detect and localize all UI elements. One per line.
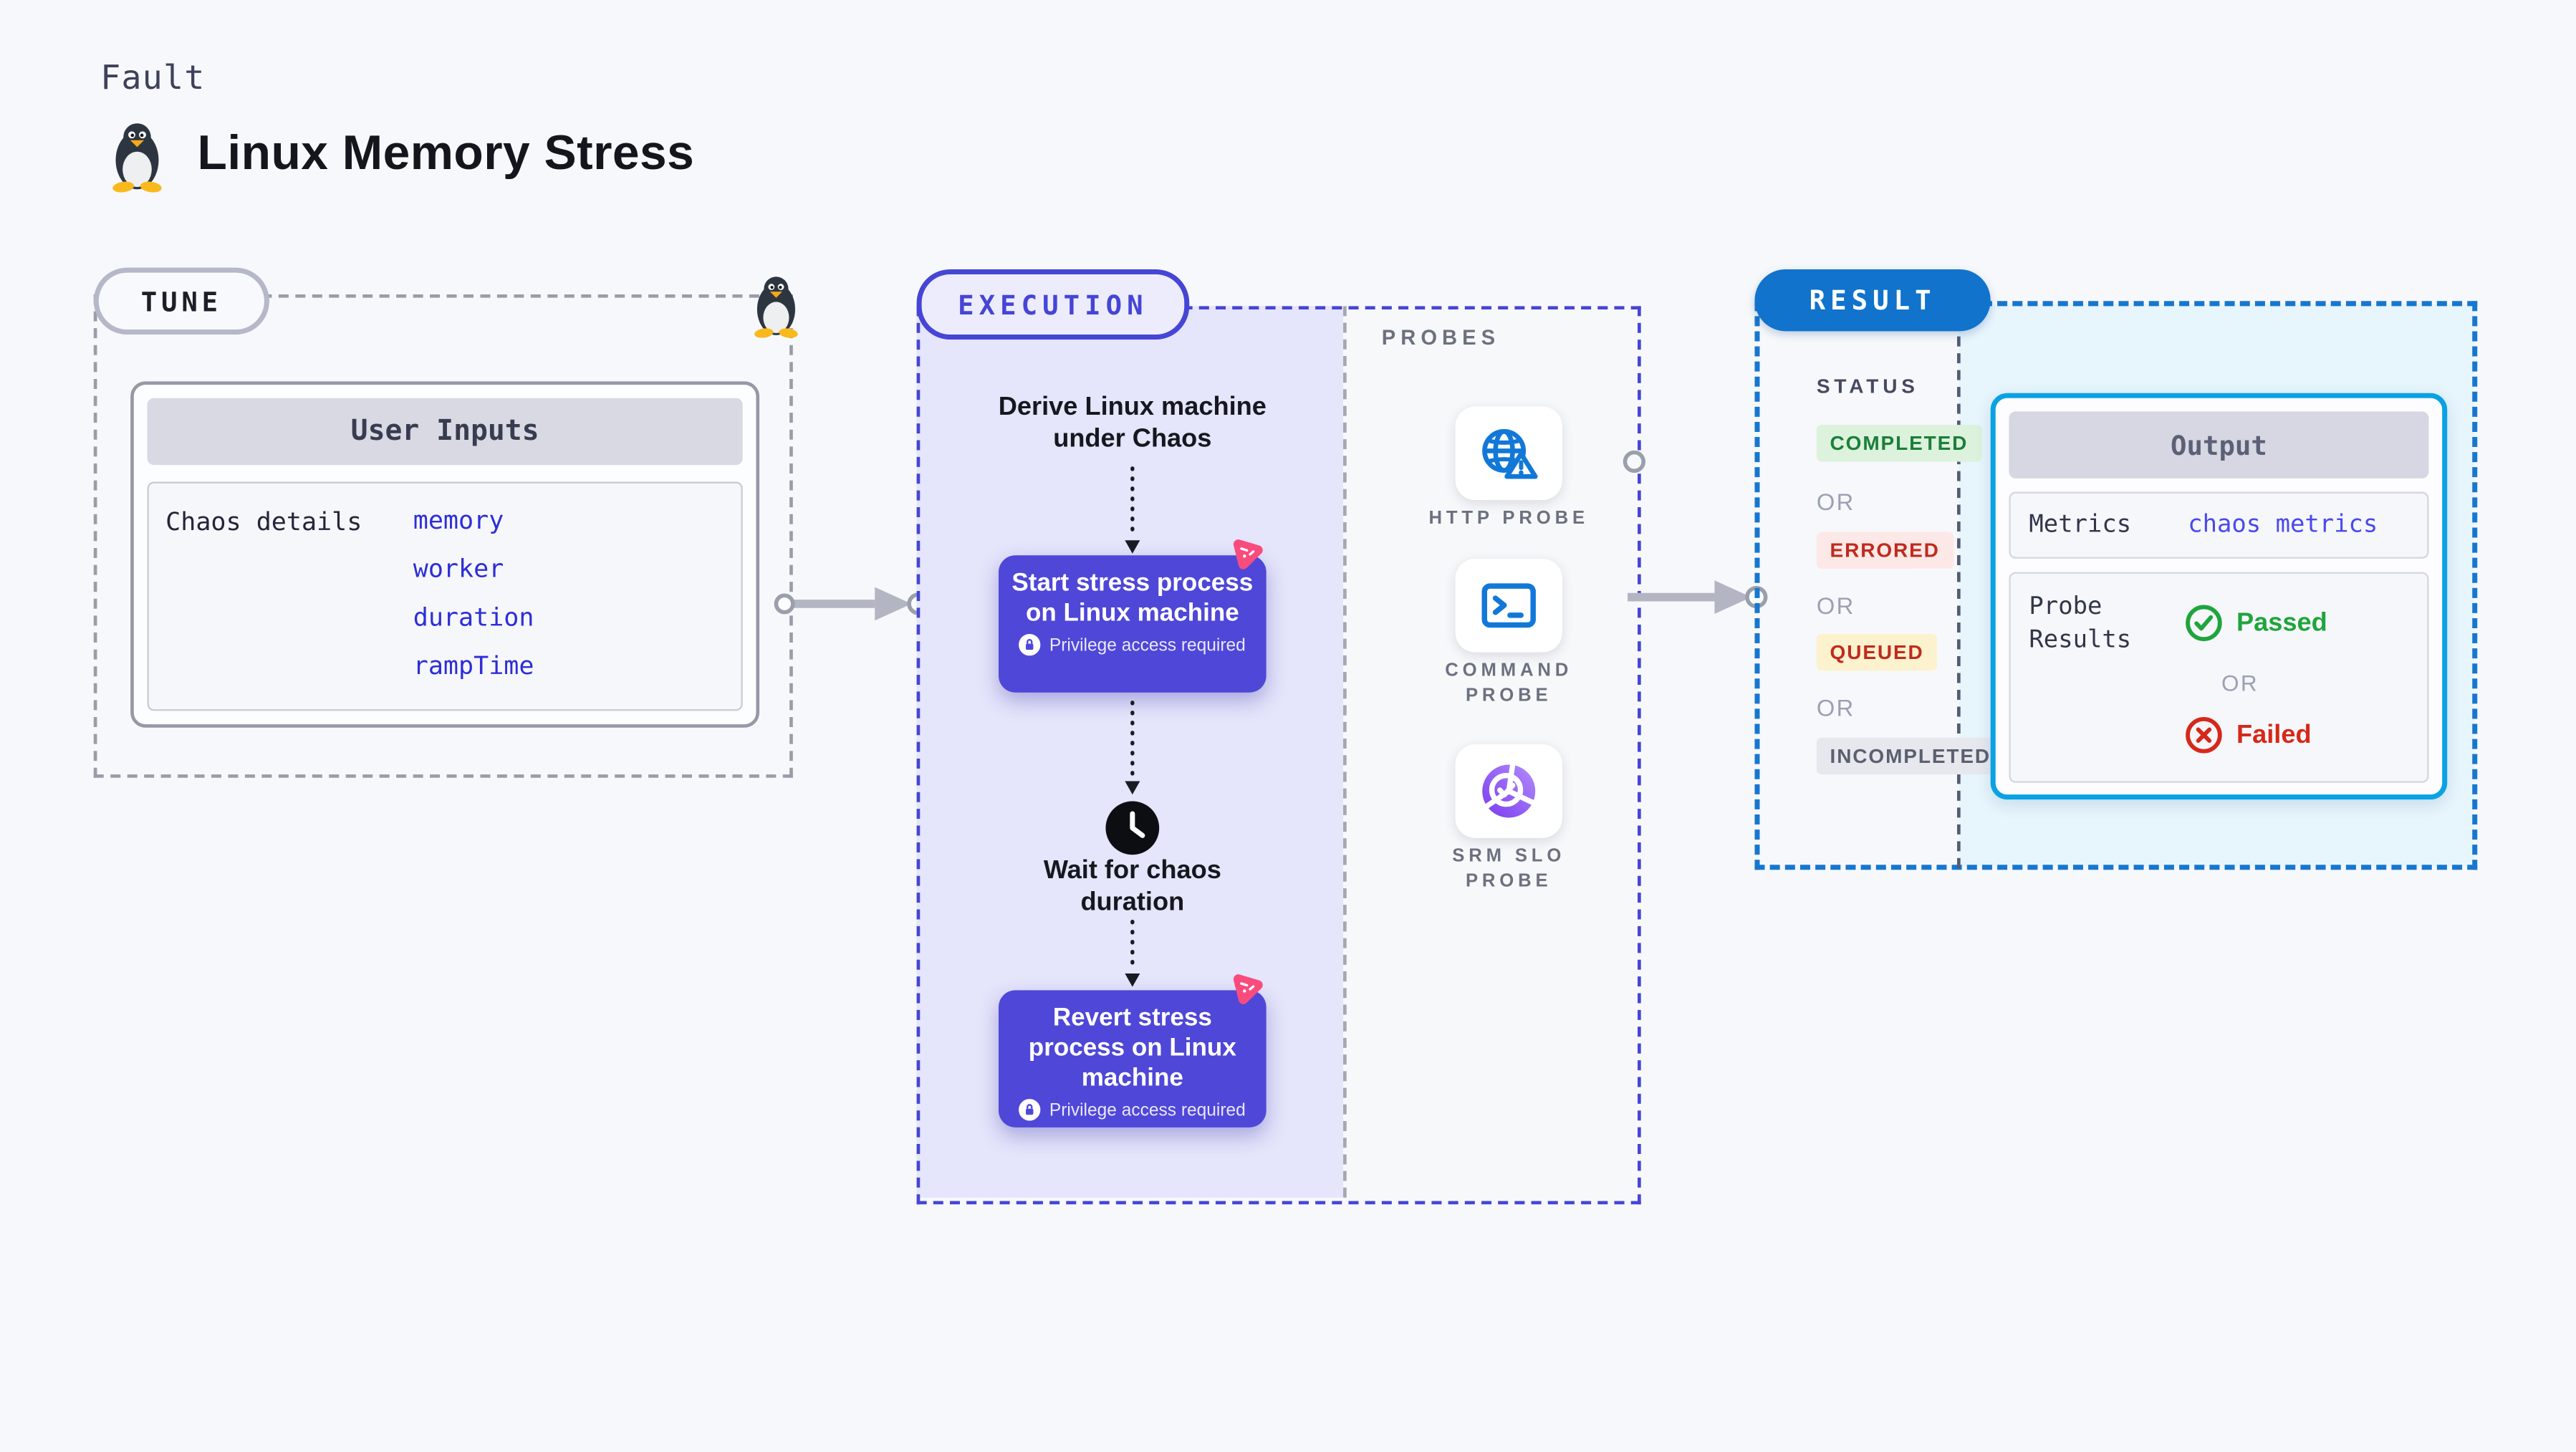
- flow-arrow-down-icon: [1125, 701, 1140, 795]
- result-pill: RESULT: [1754, 269, 1991, 332]
- privilege-badge: Privilege access required: [1019, 633, 1246, 656]
- page-title: Linux Memory Stress: [197, 127, 695, 181]
- metrics-row: Metrics chaos metrics: [2009, 491, 2429, 559]
- status-heading: STATUS: [1816, 375, 1919, 398]
- http-probe-label: HTTP PROBE: [1428, 508, 1589, 529]
- tux-penguin-small-icon: [754, 277, 798, 338]
- globe-alert-icon: [1482, 429, 1538, 479]
- tune-section-box: [93, 294, 793, 778]
- flow-arrow-down-icon: [1125, 466, 1140, 554]
- privilege-badge-text: Privilege access required: [1049, 635, 1246, 655]
- chaos-hub-icon: [1233, 539, 1263, 569]
- execution-pill: EXECUTION: [916, 269, 1190, 340]
- chaos-hub-icon: [1233, 974, 1263, 1004]
- execution-to-result-arrow: [1628, 580, 1768, 614]
- or-label: OR: [2221, 670, 2259, 696]
- revert-stress-title: Revert stress process on Linux machine: [1028, 1004, 1236, 1092]
- start-stress-node[interactable]: Start stress process on Linux machine Pr…: [999, 555, 1267, 693]
- privilege-badge: Privilege access required: [1019, 1099, 1246, 1121]
- status-badge-incompleted: INCOMPLETED: [1816, 737, 2004, 775]
- tux-penguin-icon: [112, 123, 162, 193]
- or-label: OR: [1816, 694, 1855, 721]
- input-worker: worker: [413, 553, 504, 584]
- status-badge-completed: COMPLETED: [1816, 425, 1981, 462]
- input-memory: memory: [413, 505, 504, 536]
- tune-to-execution-arrow: [774, 587, 930, 621]
- start-stress-title: Start stress process on Linux machine: [1011, 568, 1254, 628]
- fault-kicker: Fault: [100, 57, 206, 97]
- metrics-label: Metrics: [2029, 511, 2132, 539]
- lock-icon: [1019, 633, 1042, 656]
- wait-step-label: Wait for chaos duration: [1043, 856, 1221, 917]
- passed-label: Passed: [2236, 607, 2327, 637]
- clock-icon: [1105, 801, 1160, 855]
- revert-stress-node[interactable]: Revert stress process on Linux machine P…: [999, 990, 1267, 1128]
- result-separator: [1957, 302, 1961, 868]
- or-label: OR: [1816, 488, 1855, 516]
- check-circle-icon: [2186, 605, 2222, 642]
- lock-icon: [1019, 1099, 1042, 1121]
- status-badge-errored: ERRORED: [1816, 532, 1953, 569]
- failed-label: Failed: [2236, 720, 2312, 749]
- execution-connector-dot: [1623, 450, 1645, 473]
- failed-status: Failed: [2185, 716, 2312, 754]
- passed-status: Passed: [2185, 604, 2327, 643]
- http-probe-card[interactable]: [1455, 406, 1562, 501]
- command-probe-card[interactable]: [1455, 558, 1562, 653]
- probes-heading: PROBES: [1381, 326, 1501, 350]
- x-circle-icon: [2186, 716, 2222, 754]
- user-inputs-card: User Inputs Chaos details memory worker …: [130, 381, 760, 728]
- or-label: OR: [1816, 592, 1855, 619]
- probe-results-row: Probe Results Passed OR Failed: [2009, 572, 2429, 783]
- srm-slo-probe-card[interactable]: [1455, 744, 1562, 838]
- chaos-details-label: Chaos details: [165, 506, 362, 537]
- flow-arrow-down-icon: [1125, 919, 1140, 987]
- probe-results-label: Probe Results: [2029, 593, 2132, 655]
- privilege-badge-text: Privilege access required: [1049, 1100, 1246, 1120]
- tune-pill: TUNE: [93, 267, 269, 335]
- input-ramptime: rampTime: [413, 650, 534, 681]
- derive-step-label: Derive Linux machine under Chaos: [998, 393, 1267, 453]
- srm-slo-probe-label: SRM SLO PROBE: [1452, 846, 1566, 891]
- output-header: Output: [2009, 411, 2429, 479]
- user-inputs-header: User Inputs: [147, 398, 743, 466]
- output-panel: Output Metrics chaos metrics Probe Resul…: [1990, 393, 2448, 800]
- terminal-icon: [1481, 583, 1536, 628]
- input-duration: duration: [413, 602, 534, 633]
- status-badge-queued: QUEUED: [1816, 633, 1938, 671]
- probes-separator: [1343, 306, 1347, 1198]
- command-probe-label: COMMAND PROBE: [1445, 660, 1573, 706]
- metrics-value-link[interactable]: chaos metrics: [2188, 511, 2378, 539]
- user-inputs-body: Chaos details memory worker duration ram…: [147, 481, 743, 711]
- slo-donut-check-icon: [1482, 764, 1536, 818]
